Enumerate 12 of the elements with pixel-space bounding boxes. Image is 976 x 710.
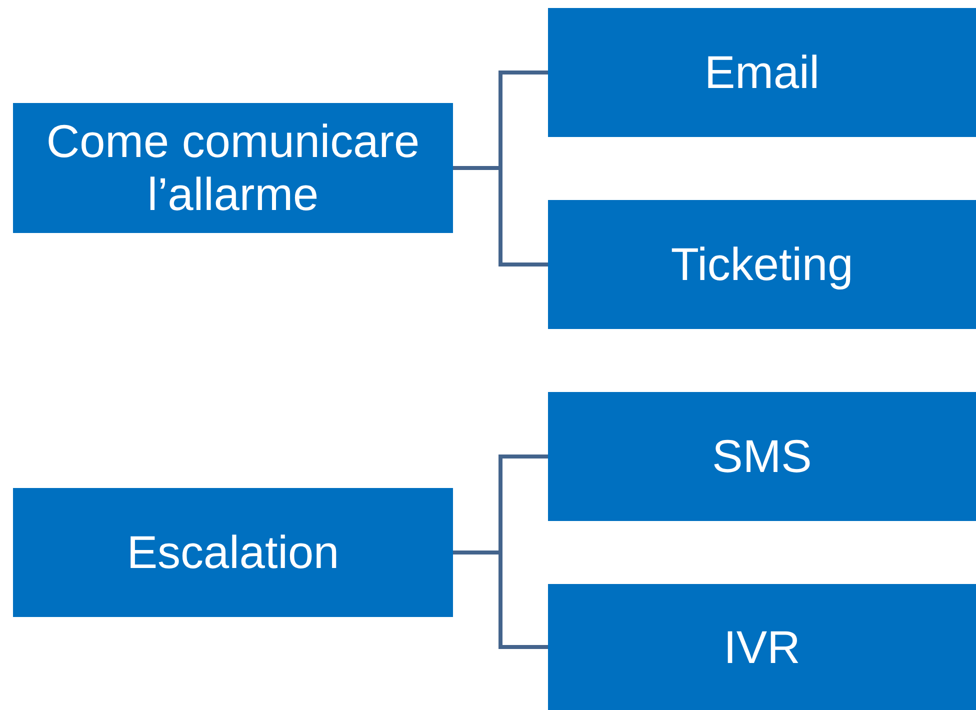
topic-box [548,584,976,710]
box-label: Come comunicare l’allarme [45,115,421,221]
topic-box [13,103,453,233]
topic-box [548,200,976,329]
box-label: SMS [712,430,812,483]
topic-box [548,8,976,137]
box-label: Email [704,46,820,99]
topic-box [13,488,453,617]
topic-box [548,392,976,521]
box-label: IVR [724,620,800,674]
box-label: Escalation [126,526,340,579]
box-label: Ticketing [670,238,854,291]
